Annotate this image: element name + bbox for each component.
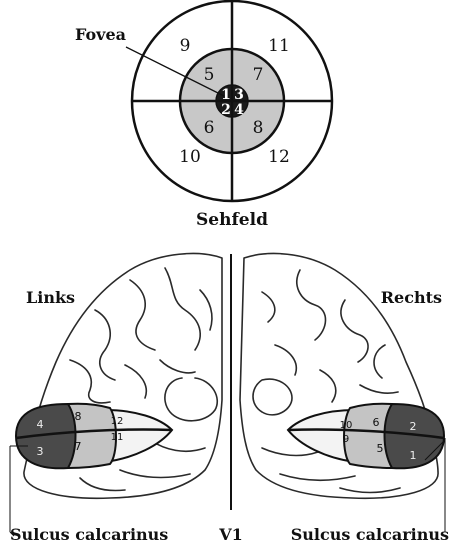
- left-sulcus-line: [69, 359, 111, 404]
- right-sulcus-line: [340, 299, 369, 363]
- left-sulcus-line: [129, 279, 156, 351]
- right-hemisphere: 10 6 2 9 5 1 Rechts: [239, 252, 446, 500]
- field-number-5: 5: [204, 65, 215, 85]
- right-hemisphere-label: Rechts: [381, 288, 442, 307]
- v1-label: V1: [218, 525, 243, 544]
- left-zone-number-11: 11: [111, 432, 124, 443]
- right-sulcus-line: [319, 369, 337, 403]
- left-sulcus-line: [79, 477, 126, 492]
- left-zone-number-3: 3: [37, 445, 44, 458]
- right-sulcus-line: [373, 344, 386, 379]
- left-sulcus-calcarinus-label: Sulcus calcarinus: [10, 525, 168, 544]
- left-sulcus-line: [119, 469, 191, 479]
- left-sulcus-pointer-c: [9, 531, 15, 537]
- right-sulcus-line: [279, 473, 356, 482]
- right-sulcus-line: [296, 269, 327, 341]
- right-calcarine-line: [287, 428, 445, 440]
- field-number-2: 2: [221, 102, 231, 118]
- right-sulcus-line: [359, 384, 399, 394]
- fovea-pointer-line: [125, 46, 227, 98]
- field-number-1: 1: [221, 87, 231, 103]
- right-zone-number-9: 9: [343, 434, 349, 445]
- field-number-12: 12: [268, 147, 290, 167]
- field-number-10: 10: [179, 147, 201, 167]
- right-sulcus-calcarinus-label: Sulcus calcarinus: [291, 525, 449, 544]
- left-sulcus-line: [94, 309, 116, 381]
- right-brain-outline: [239, 252, 439, 500]
- visual-field-diagram: Fovea 9 11 10 12 5 7 6 8 1 3 2 4 Sehfeld: [75, 0, 334, 230]
- field-number-3: 3: [234, 87, 244, 103]
- left-sulcus-line: [159, 359, 196, 374]
- left-hemisphere-label: Links: [26, 288, 75, 307]
- left-zone-number-4: 4: [37, 418, 44, 431]
- right-zone-number-6: 6: [373, 416, 380, 429]
- field-number-9: 9: [180, 36, 191, 56]
- right-zone-dark: [383, 402, 446, 470]
- left-zone-dark: [14, 402, 77, 470]
- left-zone-number-12: 12: [111, 416, 124, 427]
- right-zone-number-1: 1: [410, 449, 417, 462]
- left-sulcus-line: [164, 267, 201, 351]
- left-calcarine-line: [15, 428, 173, 440]
- right-zone-number-5: 5: [377, 442, 384, 455]
- field-number-11: 11: [268, 36, 290, 56]
- field-number-4: 4: [234, 102, 244, 118]
- left-zone-number-7: 7: [75, 440, 82, 453]
- right-sulcus-pointer-b: [424, 439, 446, 461]
- right-zone-number-2: 2: [410, 420, 417, 433]
- right-sulcus-line: [339, 487, 401, 494]
- sehfeld-title: Sehfeld: [196, 210, 268, 230]
- left-hemisphere: 4 8 12 3 7 11 Links: [14, 252, 223, 500]
- right-zone-number-10: 10: [340, 420, 353, 431]
- field-number-6: 6: [204, 118, 215, 138]
- left-zone-number-8: 8: [75, 410, 82, 423]
- right-sulcus-line: [261, 291, 276, 323]
- right-cuneus-shape: [252, 378, 293, 416]
- left-cuneus-shape: [164, 377, 219, 422]
- left-sulcus-line: [199, 289, 213, 331]
- left-sulcus-line: [124, 364, 147, 399]
- fovea-label: Fovea: [75, 25, 126, 44]
- right-zone-mid: [343, 402, 393, 470]
- field-number-8: 8: [253, 118, 264, 138]
- right-sulcus-line: [274, 344, 297, 376]
- field-number-7: 7: [253, 65, 264, 85]
- left-zone-mid: [67, 402, 117, 470]
- right-sulcus-line: [261, 447, 319, 457]
